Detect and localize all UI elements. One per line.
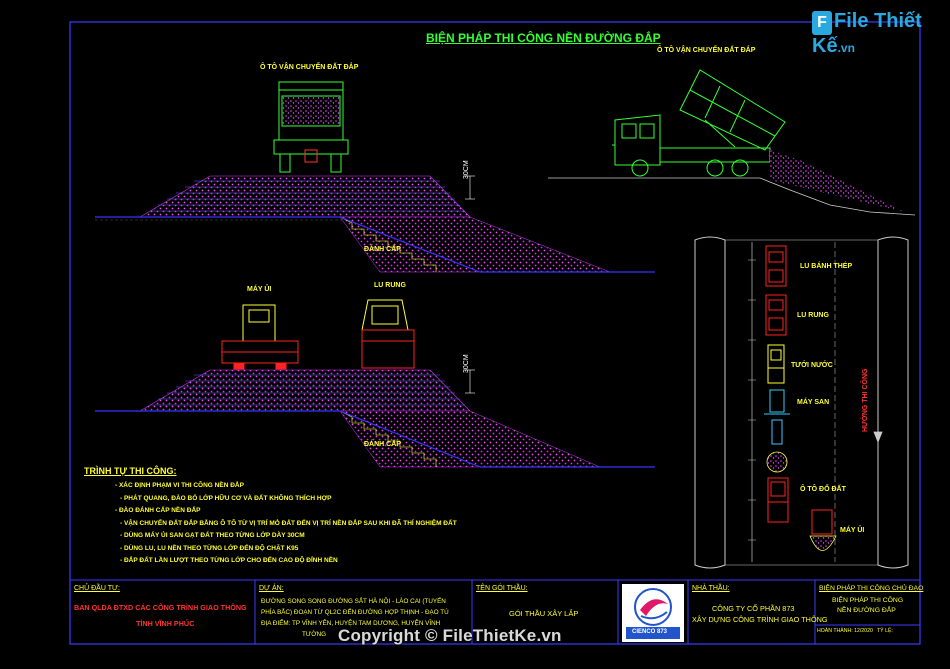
- brand-mark-icon: F: [812, 11, 832, 35]
- sheet-line-3: HOÀN THÀNH: 12/2020: [817, 628, 873, 634]
- drawing-frame: [69, 21, 921, 645]
- project-line-4: TƯỜNG: [302, 631, 327, 638]
- project-line-3: ĐỊA ĐIỂM: TP VĨNH YÊN, HUYỆN TAM DƯƠNG, …: [261, 620, 441, 627]
- sheet-heading: BIỆN PHÁP THI CÔNG CHỦ ĐẠO: [819, 585, 924, 592]
- cienco-logo: [622, 584, 684, 642]
- contractor-line-1: CÔNG TY CỔ PHẦN 873: [712, 604, 795, 613]
- plan-steel-roller-icon: [765, 245, 787, 287]
- plan-water-truck-icon: [767, 344, 785, 384]
- bench-label-bottom: ĐÁNH CẤP: [364, 441, 401, 448]
- sequence-item: - XÁC ĐỊNH PHẠM VI THI CÔNG NỀN ĐẮP: [115, 482, 244, 489]
- logo-text: CIENCO 873: [632, 629, 668, 635]
- owner-line-1: BAN QLDA ĐTXD CÁC CÔNG TRÌNH GIAO THÔNG: [74, 603, 247, 612]
- sheet-line-4: TỶ LỆ:: [877, 628, 893, 634]
- sequence-item: - PHÁT QUANG, ĐÀO BỎ LỚP HỮU CƠ VÀ ĐẤT K…: [120, 495, 332, 502]
- package-name: GÓI THẦU XÂY LẮP: [509, 609, 579, 618]
- dump-truck-side-view: [612, 69, 786, 177]
- embankment-section-top: [95, 175, 655, 273]
- bench-label-top: ĐÁNH CẤP: [364, 246, 401, 253]
- sequence-item: - ĐÀO ĐÁNH CẤP NỀN ĐẮP: [115, 507, 201, 514]
- project-line-2: PHÍA BẮC) ĐOẠN TỪ QL2C ĐẾN ĐƯỜNG HỢP THỊ…: [261, 609, 449, 616]
- plan-soil-heap-icon: [766, 451, 788, 473]
- direction-label: HƯỚNG THI CÔNG: [862, 368, 869, 433]
- dozer-label: MÁY ỦI: [247, 286, 272, 293]
- brand-domain: .vn: [837, 41, 855, 55]
- contractor-line-2: XÂY DỰNG CÔNG TRÌNH GIAO THÔNG: [692, 615, 828, 624]
- legend-grader: MÁY SAN: [797, 399, 830, 406]
- sheet-line-2: NỀN ĐƯỜNG ĐẮP: [837, 607, 896, 614]
- brand-name: File Thiết Kế: [812, 10, 922, 57]
- sequence-heading: TRÌNH TỰ THI CÔNG:: [84, 466, 177, 476]
- direction-arrow-icon: [873, 372, 883, 444]
- project-heading: DỰ ÁN:: [259, 585, 284, 592]
- roller-label: LU RUNG: [374, 282, 406, 289]
- sequence-item: - ĐẮP ĐẤT LẦN LƯỢT THEO TỪNG LỚP CHO ĐẾN…: [120, 557, 338, 564]
- sheet-line-1: BIỆN PHÁP THI CÔNG: [832, 597, 904, 604]
- dim-label-top: 30CM: [463, 160, 470, 179]
- legend-bulldozer: MÁY ỦI: [840, 527, 865, 534]
- sequence-item: - VẬN CHUYỂN ĐẤT ĐẮP BẰNG Ô TÔ TỪ VỊ TRÍ…: [120, 520, 457, 527]
- dumped-soil: [770, 150, 905, 212]
- plan-vibratory-roller-icon: [765, 294, 787, 336]
- bulldozer: [221, 304, 299, 370]
- sequence-item: - DÙNG MÁY ỦI SAN GẠT ĐẤT THEO TỪNG LỚP …: [120, 532, 305, 539]
- sequence-item: - DÙNG LU, LU NỀN THEO TỪNG LỚP ĐẾN ĐỘ C…: [120, 545, 299, 552]
- legend-water-truck: TƯỚI NƯỚC: [791, 362, 833, 369]
- vibratory-roller: [361, 299, 415, 369]
- ground-line-right: [548, 177, 916, 216]
- copyright-watermark: Copyright © FileThietKe.vn: [338, 626, 562, 645]
- truck-front-label: Ô TÔ VẬN CHUYỂN ĐẤT ĐẮP: [260, 64, 359, 71]
- legend-dump-truck: Ô TÔ ĐỔ ĐẤT: [800, 486, 846, 493]
- project-line-1: ĐƯỜNG SONG SONG ĐƯỜNG SẮT HÀ NỘI - LÀO C…: [261, 598, 446, 605]
- embankment-section-bottom: [95, 369, 655, 468]
- title-block: [70, 579, 920, 644]
- legend-steel-roller: LU BÁNH THÉP: [800, 263, 853, 270]
- truck-front-view: [273, 81, 349, 173]
- plan-bulldozer-icon: [809, 509, 837, 551]
- plan-view-road: [694, 236, 909, 569]
- dim-label-bottom: 30CM: [463, 354, 470, 373]
- truck-side-label: Ô TÔ VẬN CHUYỂN ĐẤT ĐẮP: [657, 47, 756, 54]
- owner-line-2: TỈNH VĨNH PHÚC: [136, 619, 195, 628]
- owner-heading: CHỦ ĐẦU TƯ:: [74, 585, 120, 592]
- legend-vibratory-roller: LU RUNG: [797, 312, 829, 319]
- package-heading: TÊN GÓI THẦU:: [476, 585, 528, 592]
- drawing-title: BIỆN PHÁP THI CÔNG NỀN ĐƯỜNG ĐẮP: [426, 31, 661, 45]
- plan-dump-truck-icon: [767, 477, 789, 523]
- contractor-heading: NHÀ THẦU:: [692, 585, 730, 592]
- plan-grader-icon: [764, 389, 790, 445]
